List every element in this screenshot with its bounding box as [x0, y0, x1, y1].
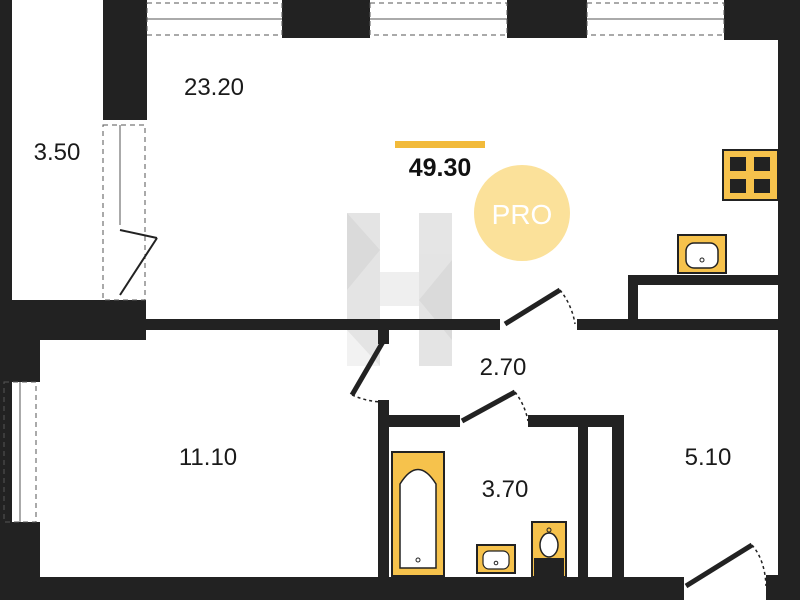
room-area-entry: 5.10: [685, 444, 732, 471]
total-area: 49.30: [409, 154, 472, 182]
bathtub-icon: [391, 451, 445, 577]
room-area-bathroom: 3.70: [482, 476, 529, 503]
doors: [119, 229, 767, 589]
windows: [3, 2, 725, 523]
stove-icon: [722, 149, 779, 201]
kitchen-sink-icon: [677, 234, 727, 274]
pro-badge-label: PRO: [492, 199, 553, 230]
pro-badge: [474, 165, 570, 261]
toilet-icon: [531, 521, 567, 578]
room-area-balcony: 3.50: [34, 139, 81, 166]
room-area-living: 23.20: [184, 74, 244, 101]
watermark-logo: [347, 213, 452, 366]
room-area-bedroom: 11.10: [179, 444, 237, 471]
bathroom-sink-icon: [476, 544, 516, 574]
room-area-hall: 2.70: [480, 354, 527, 381]
accent-bar: [395, 141, 485, 148]
